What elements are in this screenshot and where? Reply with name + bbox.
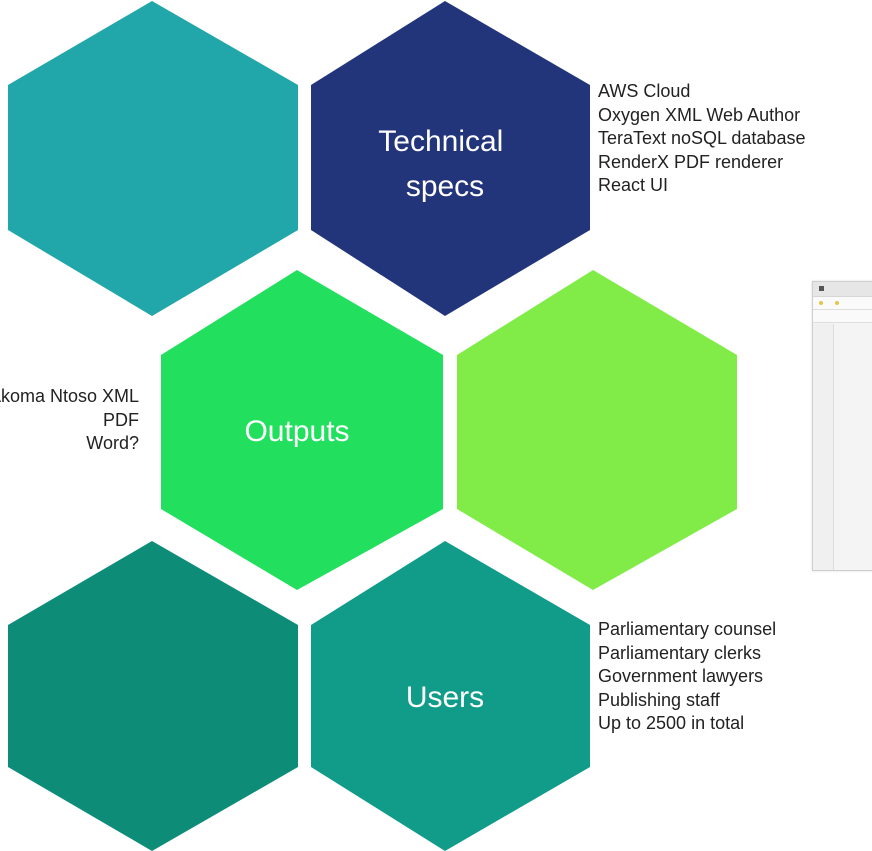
screenshot-side-pane	[813, 324, 834, 570]
toolbar-icon	[819, 301, 823, 305]
hexagon-bottom-left	[8, 541, 298, 851]
users-label: Users	[406, 681, 484, 714]
hexagon-middle-right	[457, 270, 737, 590]
specs-item: AWS Cloud	[598, 81, 691, 101]
specs-label: Technical specs	[378, 125, 511, 203]
users-item: Parliamentary clerks	[598, 642, 762, 663]
hexagon-outputs	[161, 270, 443, 590]
users-label-line-1: Users	[406, 681, 484, 714]
toolbar-icon	[835, 301, 839, 305]
outputs-list: Akoma Ntoso XML PDF Word?	[0, 385, 139, 456]
specs-item: React UI	[598, 175, 669, 195]
outputs-item: PDF	[103, 409, 139, 430]
specs-label-line-2: specs	[406, 170, 484, 203]
screenshot-subtoolbar	[813, 310, 872, 323]
screenshot-toolbar	[813, 297, 872, 310]
outputs-item: Akoma Ntoso XML	[0, 386, 139, 406]
specs-item: TeraText noSQL database	[598, 128, 806, 148]
users-list: Parliamentary counsel Parliamentary cler…	[598, 618, 776, 736]
outputs-label-line-1: Outputs	[244, 415, 349, 448]
specs-label-line-1: Technical	[378, 125, 503, 158]
app-logo-icon	[819, 286, 824, 291]
hexagon-top-left	[8, 1, 298, 316]
specs-item: RenderX PDF renderer	[598, 151, 784, 172]
screenshot-title-bar	[813, 282, 872, 297]
application-screenshot-thumbnail	[812, 281, 872, 571]
specs-item: Oxygen XML Web Author	[598, 104, 801, 125]
users-item: Government lawyers	[598, 666, 764, 686]
users-item: Publishing staff	[598, 689, 720, 710]
hexagon-technical-specs	[311, 1, 590, 316]
outputs-label: Outputs	[244, 415, 349, 448]
users-item: Up to 2500 in total	[598, 713, 745, 733]
outputs-item: Word?	[86, 433, 139, 453]
users-item: Parliamentary counsel	[598, 619, 777, 639]
technical-specs-list: AWS Cloud Oxygen XML Web Author TeraText…	[598, 80, 805, 198]
hexagon-users	[311, 541, 590, 851]
